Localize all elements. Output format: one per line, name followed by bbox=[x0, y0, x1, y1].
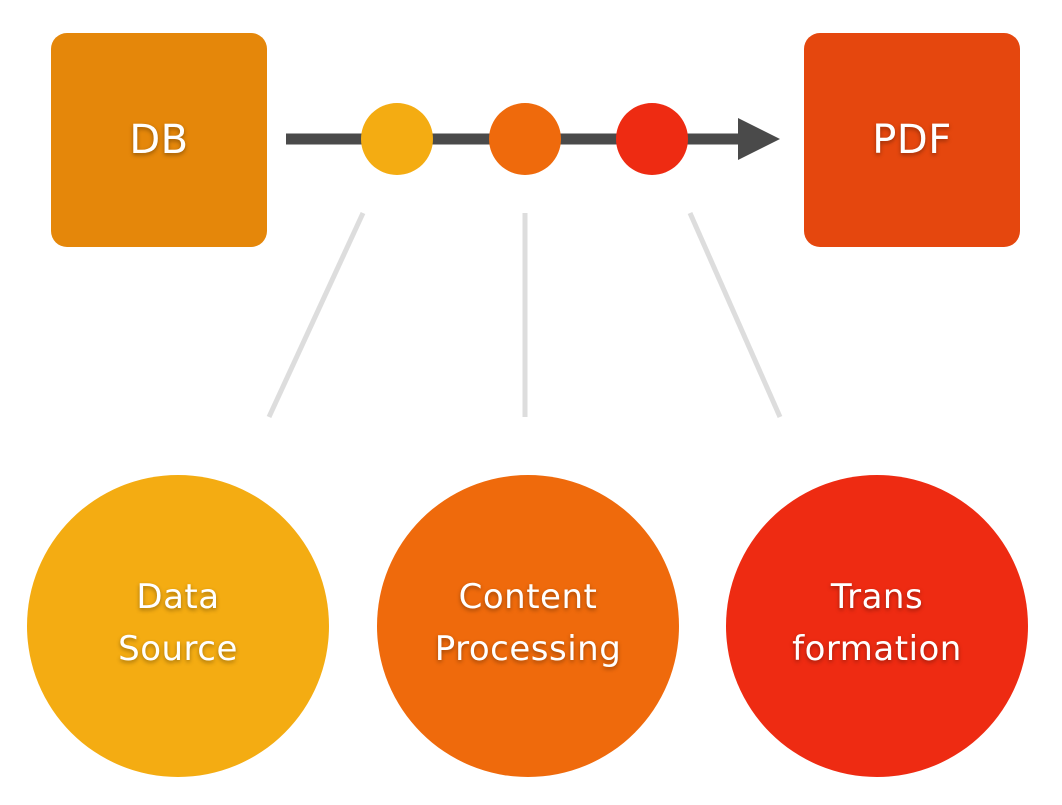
stage-label-data-source: Data Source bbox=[27, 571, 329, 675]
pdf-box bbox=[804, 33, 1020, 247]
stage-label-content-processing: Content Processing bbox=[377, 571, 679, 675]
db-box bbox=[51, 33, 267, 247]
stage-circle-transformation bbox=[726, 475, 1028, 777]
stage-circle-data-source bbox=[27, 475, 329, 777]
stage-label-transformation: Trans formation bbox=[726, 571, 1028, 675]
pipeline-dot-transformation bbox=[616, 103, 688, 175]
stage-label-line: Processing bbox=[434, 629, 622, 669]
stage-label-line: Data bbox=[136, 577, 220, 617]
pdf-label: PDF bbox=[872, 117, 952, 163]
pipeline-arrow-head bbox=[738, 118, 780, 160]
stage-label-line: Content bbox=[458, 577, 598, 617]
db-label: DB bbox=[129, 117, 189, 163]
stage-label-line: Trans bbox=[830, 577, 924, 617]
stage-label-line: formation bbox=[792, 629, 962, 669]
stage-label-line: Source bbox=[118, 629, 238, 669]
stage-circle-content-processing bbox=[377, 475, 679, 777]
connector-line-data-source bbox=[266, 211, 366, 419]
pipeline-dot-content-processing bbox=[489, 103, 561, 175]
connector-line-transformation bbox=[687, 211, 783, 419]
pipeline-dot-data-source bbox=[361, 103, 433, 175]
